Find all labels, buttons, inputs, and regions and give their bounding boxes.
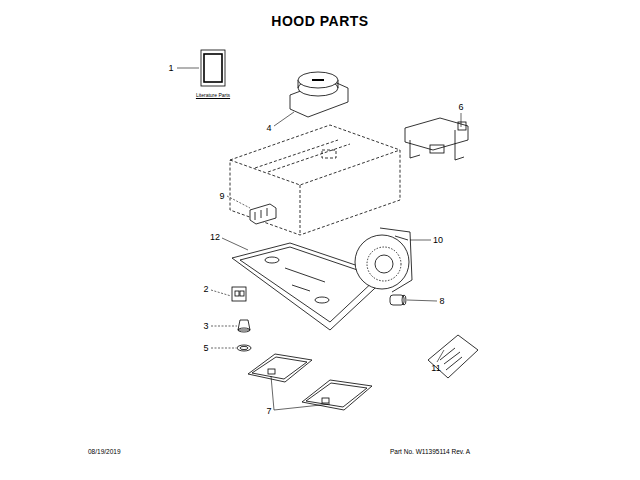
lens-ring (240, 346, 248, 349)
callout-number: 10 (433, 236, 443, 245)
lens-ring (237, 345, 251, 351)
literature-booklet (204, 54, 222, 82)
switch-board (250, 204, 276, 224)
duct-transition (290, 72, 348, 117)
callout-number: 5 (203, 344, 208, 353)
mounting-bracket (405, 118, 468, 160)
grease-filter (248, 354, 372, 410)
callout-number: 2 (203, 285, 208, 294)
hood-body (230, 125, 400, 235)
bulb (238, 320, 250, 332)
page-title: HOOD PARTS (271, 14, 368, 28)
literature-label: Literature Parts (196, 93, 230, 98)
callout-number: 9 (219, 192, 224, 201)
callout-number: 1 (168, 64, 173, 73)
callout-number: 12 (210, 233, 220, 242)
callout-number: 3 (203, 322, 208, 331)
callout-number: 4 (266, 124, 271, 133)
blower-assembly (355, 228, 412, 292)
capacitor (390, 295, 406, 305)
lamp-socket (232, 287, 246, 301)
parts-bag (428, 335, 478, 378)
callout-number: 11 (431, 364, 440, 373)
callout-number: 6 (458, 103, 463, 112)
literature-booklet (201, 50, 225, 86)
leader-line (177, 68, 461, 410)
callout-number: 7 (266, 407, 271, 416)
date-stamp: 08/19/2019 (88, 449, 121, 456)
part-number: Part No. W11395114 Rev. A (390, 449, 470, 456)
callout-number: 8 (439, 297, 444, 306)
